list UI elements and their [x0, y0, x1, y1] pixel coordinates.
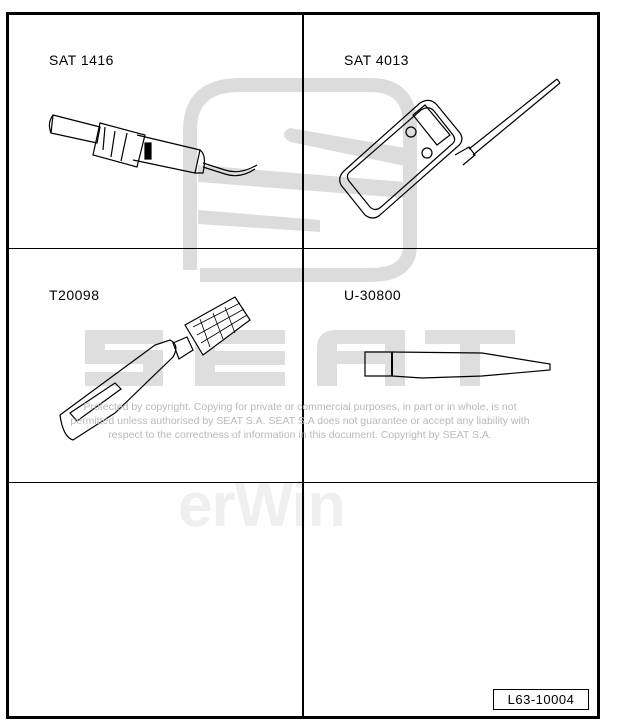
figure-reference-code: L63-10004 — [493, 689, 589, 710]
grid-divider-row-2 — [6, 482, 597, 483]
tapered-drift-icon — [364, 351, 551, 379]
grid-divider-vertical — [302, 12, 304, 716]
copyright-notice: Protected by copyright. Copying for priv… — [40, 400, 560, 442]
digital-thermometer-icon — [339, 78, 561, 219]
copyright-line-3: respect to the correctness of informatio… — [108, 429, 492, 441]
grid-divider-row-1 — [6, 248, 597, 249]
tool-label-t20098: T20098 — [49, 287, 100, 303]
copyright-line-2: permitted unless authorised by SEAT S.A.… — [70, 415, 530, 427]
tool-label-sat-4013: SAT 4013 — [344, 52, 409, 68]
tool-label-sat-1416: SAT 1416 — [49, 52, 114, 68]
copyright-line-1: Protected by copyright. Copying for priv… — [83, 401, 517, 413]
tool-label-u-30800: U-30800 — [344, 287, 402, 303]
connector-release-tool-icon — [59, 296, 251, 441]
hot-air-gun-icon — [48, 114, 258, 177]
